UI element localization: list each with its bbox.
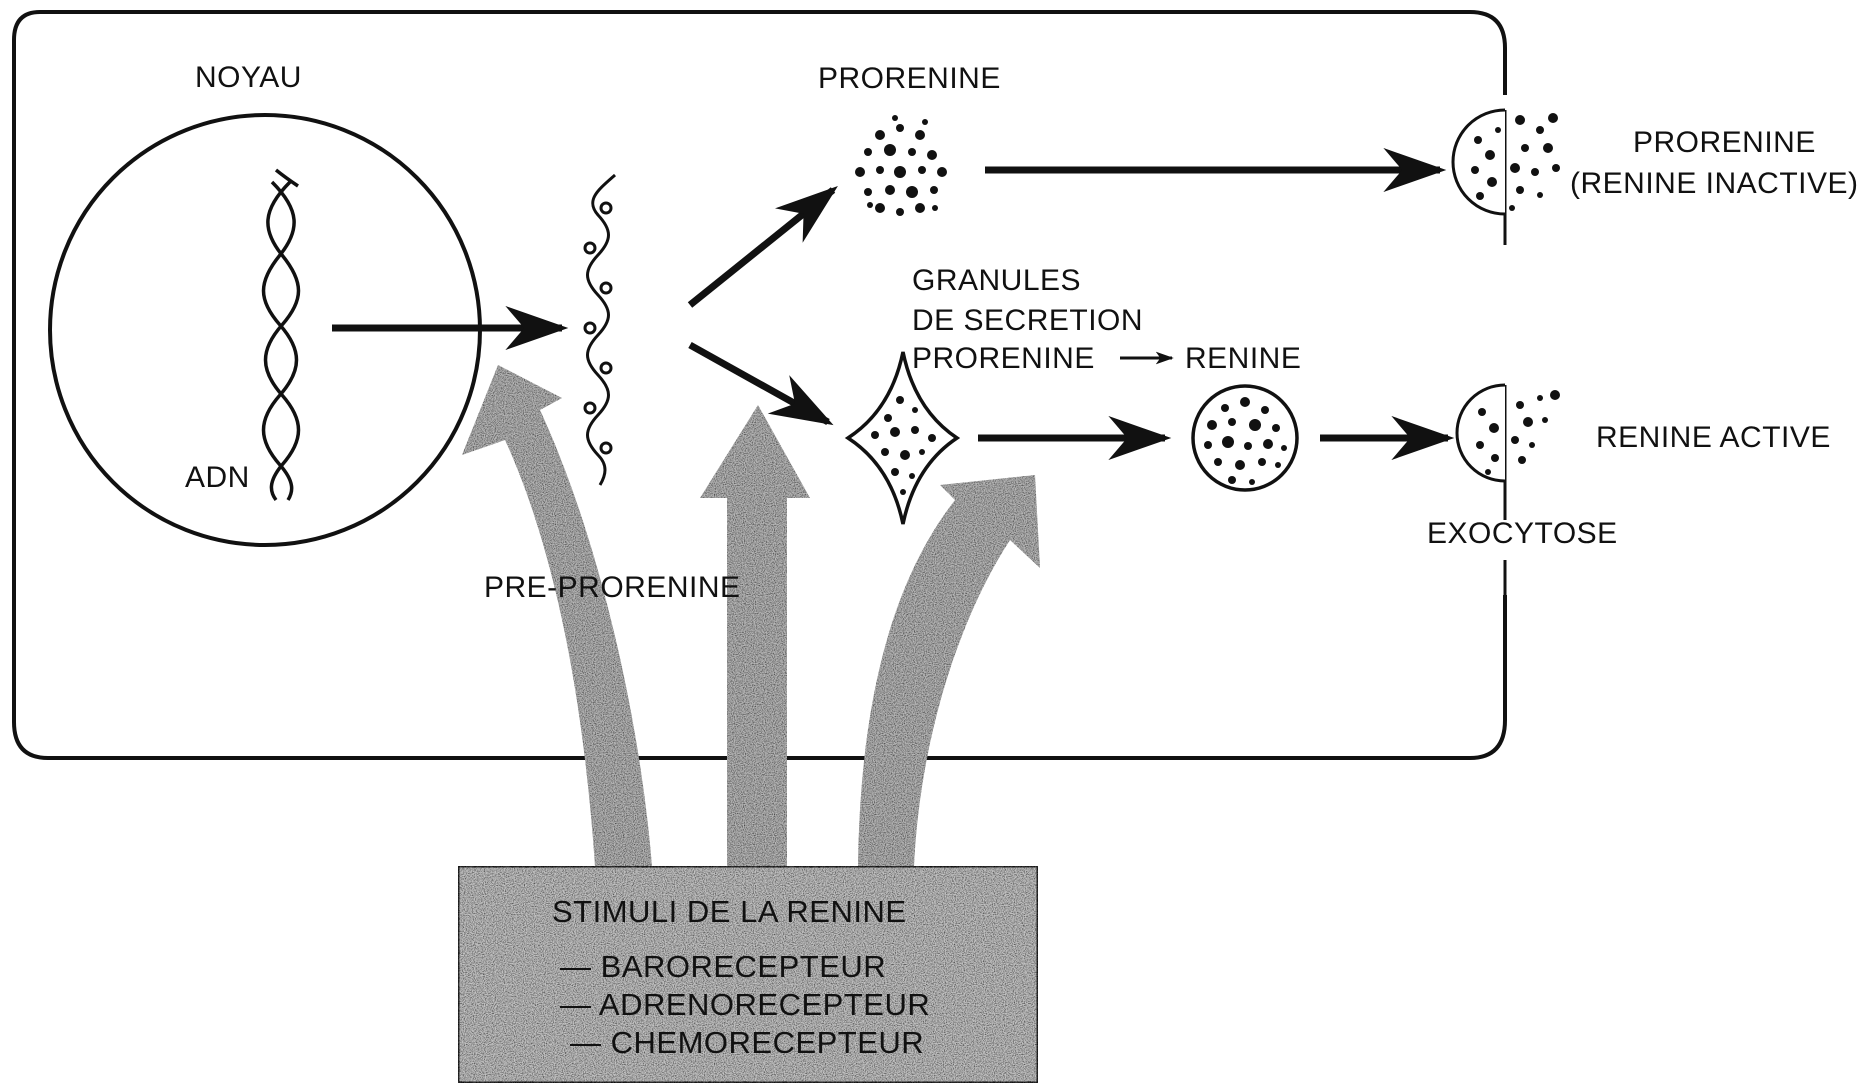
stimuli-item: — BARORECEPTEUR [560,949,886,984]
granules-label-line2: DE SECRETION [912,304,1143,337]
stimuli-title: STIMULI DE LA RENINE [552,894,907,929]
exocytose-label: EXOCYTOSE [1427,517,1618,550]
stimuli-item: — CHEMORECEPTEUR [570,1025,924,1060]
pre-prorenine-chain-icon [585,175,615,485]
prorenine-granule-icon [853,115,953,220]
stimulus-arrow-right [858,475,1040,866]
renine-inactive-label: (RENINE INACTIVE) [1570,167,1859,200]
stimulus-arrow-middle [700,405,810,866]
prorenine-out-label: PRORENINE [1633,126,1816,159]
stimuli-item: — ADRENORECEPTEUR [560,987,930,1022]
stimulus-arrow-left [462,365,652,866]
granules-renine-label: RENINE [1185,342,1301,375]
arrow-to-prorenine [690,190,833,305]
pre-prorenine-label: PRE-PRORENINE [484,571,741,604]
secretion-granule-diamond-icon [848,352,957,524]
prorenine-label: PRORENINE [818,62,1001,95]
stimuli-box: STIMULI DE LA RENINE — BARORECEPTEUR — A… [458,866,1038,1083]
granules-label-line1: GRANULES [912,264,1081,297]
renine-granule-icon [1193,386,1297,490]
renine-active-label: RENINE ACTIVE [1596,421,1831,454]
nucleus-label: NOYAU [195,61,302,94]
granules-prorenine-label: PRORENINE [912,342,1095,375]
dna-label: ADN [185,461,250,494]
